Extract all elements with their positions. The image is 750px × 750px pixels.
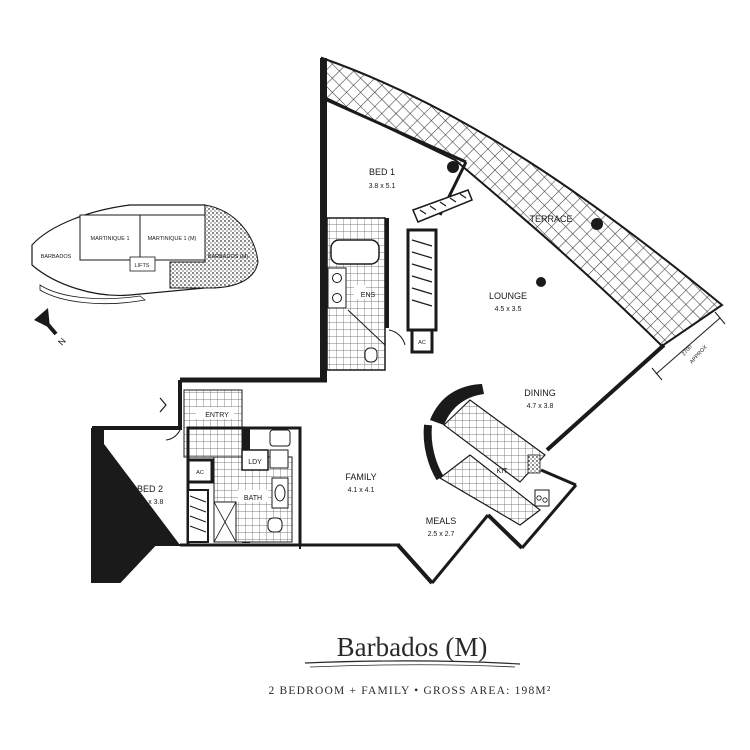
terrace-dim-value: 2700 — [681, 344, 694, 357]
meals-size: 2.5 x 2.7 — [428, 531, 455, 538]
terrace-label-group: TERRACE — [529, 214, 572, 224]
north-arrow: N — [34, 308, 68, 347]
room-bed1: BED 1 3.8 x 5.1 — [369, 161, 473, 223]
bed1-wardrobe — [412, 189, 473, 223]
lounge-size: 4.5 x 3.5 — [495, 306, 522, 313]
dining-size: 4.7 x 3.8 — [527, 403, 554, 410]
ens-label-bg — [354, 285, 366, 299]
bed2-label: BED 2 — [137, 484, 163, 494]
room-lounge: LOUNGE 4.5 x 3.5 — [489, 277, 546, 313]
toilet-icon — [267, 517, 283, 533]
room-dining: DINING 4.7 x 3.8 — [524, 388, 556, 410]
plan-subtitle: 2 BEDROOM + FAMILY • GROSS AREA: 198M² — [268, 685, 551, 697]
room-family: FAMILY 4.1 x 4.1 — [345, 472, 376, 494]
kit-label: KIT — [497, 468, 509, 475]
lounge-label: LOUNGE — [489, 291, 527, 301]
key-plan: MARTINIQUE 1 MARTINIQUE 1 (M) BARBADOS L… — [31, 204, 259, 304]
bed2-size: 3.6 x 3.8 — [137, 499, 164, 506]
terrace-label: TERRACE — [529, 214, 572, 224]
ac2-label: AC — [196, 470, 204, 476]
ens-label: ENS — [361, 292, 376, 299]
room-ensuite: ENS — [326, 217, 406, 371]
basin-icon — [274, 484, 286, 502]
dining-label: DINING — [524, 388, 556, 398]
bed1-label: BED 1 — [369, 167, 395, 177]
entry-arrow-icon — [159, 397, 167, 413]
keyplan-lifts: LIFTS — [135, 263, 150, 269]
outer-walls — [91, 58, 666, 585]
room-meals: MEALS 2.5 x 2.7 — [426, 516, 457, 538]
entry-label: ENTRY — [205, 412, 229, 419]
bed1-light-icon — [447, 161, 459, 173]
keyplan-martinique1m: MARTINIQUE 1 (M) — [148, 236, 197, 242]
room-kitchen: KIT — [423, 384, 577, 526]
title-block: Barbados (M) 2 BEDROOM + FAMILY • GROSS … — [268, 632, 551, 697]
basin-icon — [332, 273, 342, 283]
basin-icon — [332, 293, 342, 303]
room-entry: ENTRY — [159, 389, 243, 458]
family-size: 4.1 x 4.1 — [348, 487, 375, 494]
bath-label: BATH — [244, 495, 262, 502]
family-label: FAMILY — [345, 472, 376, 482]
bathtub — [330, 239, 380, 265]
toilet-icon — [364, 347, 378, 363]
plan-title: Barbados (M) — [337, 632, 488, 662]
meals-label: MEALS — [426, 516, 457, 526]
keyplan-martinique1: MARTINIQUE 1 — [90, 236, 129, 242]
room-bed2: BED 2 3.6 x 3.8 — [137, 484, 164, 506]
ldy-label: LDY — [248, 459, 262, 466]
keyplan-barbados-m: BARBADOS (M) — [208, 254, 249, 260]
room-bath-ldy: LDY BATH AC — [186, 426, 302, 547]
lounge-light-icon — [536, 277, 546, 287]
bed1-robe-strip: AC — [406, 228, 438, 354]
laundry-tub-icon — [269, 429, 291, 447]
north-label: N — [56, 336, 68, 348]
keyplan-barbados: BARBADOS — [41, 254, 72, 260]
terrace-light-icon — [591, 218, 603, 230]
bed1-size: 3.8 x 5.1 — [369, 183, 396, 190]
ac1-label: AC — [418, 340, 426, 346]
